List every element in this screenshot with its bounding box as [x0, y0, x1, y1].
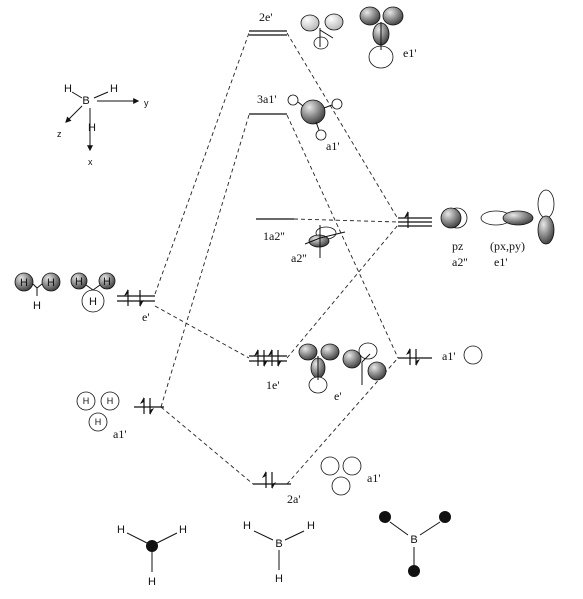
mo-2a-electron-down — [271, 471, 277, 490]
svg-text:H: H — [107, 396, 114, 406]
molecule-right: B — [379, 511, 451, 577]
y-axis-label: y — [144, 98, 149, 108]
mo-1e-electron-1 — [253, 348, 259, 367]
h3-a1-electron-up — [139, 396, 145, 415]
svg-text:H: H — [148, 576, 156, 588]
b-px-orbital — [480, 210, 534, 226]
dash-e-to-1e — [154, 305, 250, 359]
svg-text:H: H — [179, 524, 187, 536]
mo-1e-electron-4 — [277, 349, 283, 368]
mo-2e-sym: e1' — [403, 46, 417, 60]
mo-2e-label: 2e' — [259, 10, 273, 24]
h3-e-electron-down — [139, 289, 145, 308]
mo-2a-electron-up — [261, 470, 267, 489]
dash-2e-to-p — [286, 32, 399, 220]
mo-1a2-sym: a2'' — [291, 251, 307, 265]
molecule-left: H H H — [117, 524, 187, 588]
axis-system: B H H H y z x — [57, 83, 149, 167]
correlation-lines — [154, 32, 399, 485]
mo-2a-sym: a1' — [367, 471, 381, 485]
b-pxpy-sym: e1' — [494, 255, 508, 269]
b-pxpy-label: (px,py) — [490, 239, 525, 253]
b-py-orbital — [537, 189, 555, 245]
b-pz-orbital — [440, 207, 468, 229]
svg-text:B: B — [410, 534, 417, 546]
h3-a1-label: a1' — [113, 427, 127, 441]
mo-1a2-label: 1a2'' — [263, 229, 285, 243]
svg-text:H: H — [307, 520, 315, 532]
mo-1e-label: 1e' — [266, 378, 280, 392]
mo-2a-label: 2a' — [287, 492, 301, 506]
mo-1e-electron-2 — [263, 349, 269, 368]
dash-1e-to-p — [286, 224, 399, 359]
axis-h-top-left: H — [64, 83, 72, 95]
molecule-middle: B H H H — [243, 520, 315, 585]
mo-1e-orbital-b — [342, 342, 387, 385]
molecule-left-center-dot — [146, 540, 158, 552]
mo-2e-orbital-b — [359, 6, 404, 69]
axis-center-b: B — [82, 95, 89, 107]
mo-3a1-orbital — [287, 94, 343, 141]
svg-text:H: H — [33, 300, 41, 312]
svg-text:H: H — [117, 524, 125, 536]
mo-2e-orbital-a — [300, 13, 344, 50]
mo-1e-sym: e' — [334, 389, 342, 403]
molecule-right-dot-2 — [439, 511, 451, 523]
x-axis-label: x — [88, 157, 93, 167]
h3-e-orbital-b: H H H — [70, 272, 116, 313]
h3-fragment: e' a1' H H H H H H — [14, 272, 164, 441]
axis-bond-1 — [71, 91, 83, 99]
b-s-orbital — [463, 345, 483, 365]
mo-2a-orbital — [320, 456, 362, 496]
molecule-right-dot-1 — [379, 511, 391, 523]
svg-text:H: H — [47, 277, 55, 289]
mo-1a2-orbital — [304, 225, 346, 258]
svg-text:H: H — [89, 296, 97, 308]
b-pz-label: pz — [452, 239, 463, 253]
mo-3a1-label: 3a1' — [257, 92, 277, 106]
svg-text:H: H — [75, 276, 83, 288]
svg-text:H: H — [83, 396, 90, 406]
b-pz-sym: a2'' — [452, 255, 468, 269]
svg-text:H: H — [20, 277, 28, 289]
svg-text:H: H — [243, 520, 251, 532]
mo-1e-orbital-a — [298, 343, 340, 394]
b-atom-orbitals: pz a2'' (px,py) e1' a1' — [398, 189, 555, 367]
mo-3a1-sym: a1' — [326, 139, 340, 153]
dash-e-to-2e — [154, 32, 250, 295]
z-axis-arrow — [65, 105, 83, 123]
dash-a1-to-3a1 — [160, 114, 250, 408]
z-axis-label: z — [57, 129, 62, 139]
molecule-right-dot-3 — [408, 565, 420, 577]
h3-e-electron-up — [123, 288, 129, 307]
mo-1e-electron-3 — [267, 348, 273, 367]
h3-e-label: e' — [142, 310, 150, 324]
bh3-mo-levels: 2e' e1' 3a1' a1' — [249, 6, 417, 506]
dash-3a1-to-s — [286, 114, 399, 359]
svg-text:B: B — [275, 538, 282, 550]
svg-text:H: H — [103, 276, 111, 288]
dash-a1-to-2a — [160, 406, 254, 485]
bottom-molecules: H H H B H H H B — [117, 511, 451, 588]
h3-e-orbital-a: H H H — [14, 272, 61, 312]
axis-bond-2 — [93, 91, 109, 99]
dash-1a2-to-pz — [293, 218, 399, 223]
b-s-sym: a1' — [442, 349, 456, 363]
axis-h-bottom: H — [88, 122, 96, 134]
h3-a1-orbital: H H H — [76, 391, 120, 432]
svg-text:H: H — [275, 573, 283, 585]
axis-h-top-right: H — [110, 83, 118, 95]
svg-text:H: H — [95, 417, 102, 427]
b-s-electron-up — [405, 347, 411, 366]
